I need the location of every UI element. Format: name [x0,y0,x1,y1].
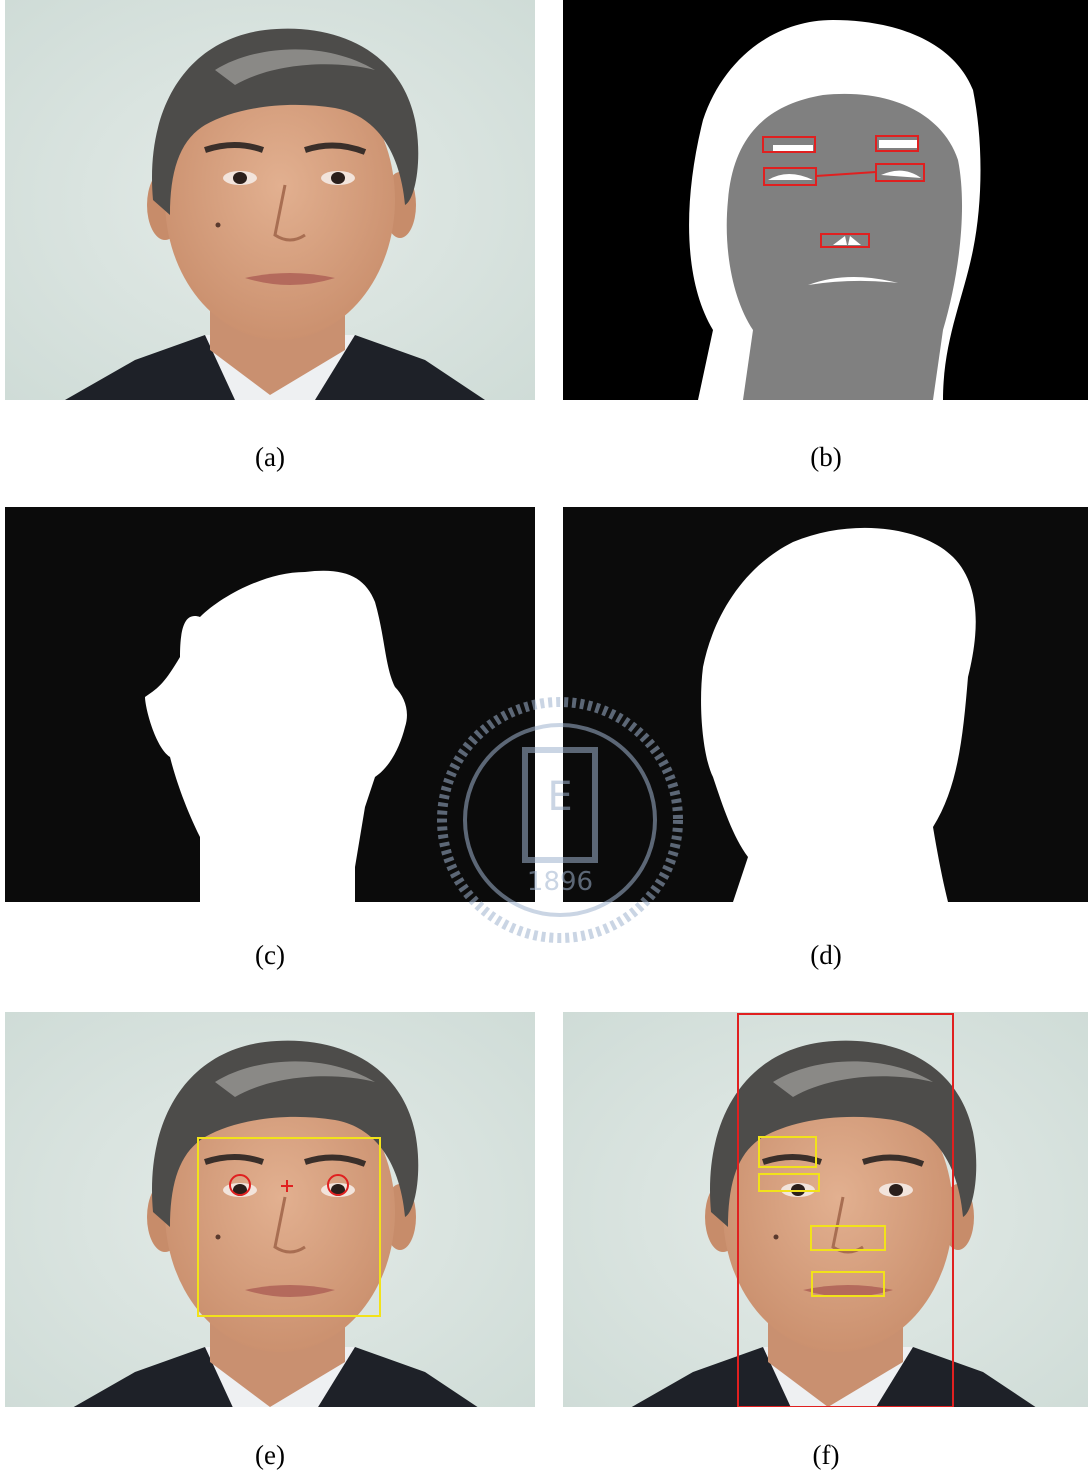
caption-d: (d) [796,940,856,971]
caption-f: (f) [796,1440,856,1471]
svg-text:E: E [547,774,572,820]
svg-text:1896: 1896 [527,867,593,897]
seal-icon: E 1896 [430,690,690,950]
panel-f-feature-boxes [563,1012,1088,1407]
panel-e-face-detection [5,1012,535,1407]
seal-watermark: E 1896 [430,690,690,950]
panel-a-original-photo [5,0,535,400]
caption-c: (c) [240,940,300,971]
portrait-image [5,0,535,400]
caption-a: (a) [240,442,300,473]
feature-boxes-image [563,1012,1088,1407]
caption-b: (b) [796,442,856,473]
segmentation-image [563,0,1088,400]
caption-e: (e) [240,1440,300,1471]
face-detection-image [5,1012,535,1407]
panel-b-segmentation [563,0,1088,400]
